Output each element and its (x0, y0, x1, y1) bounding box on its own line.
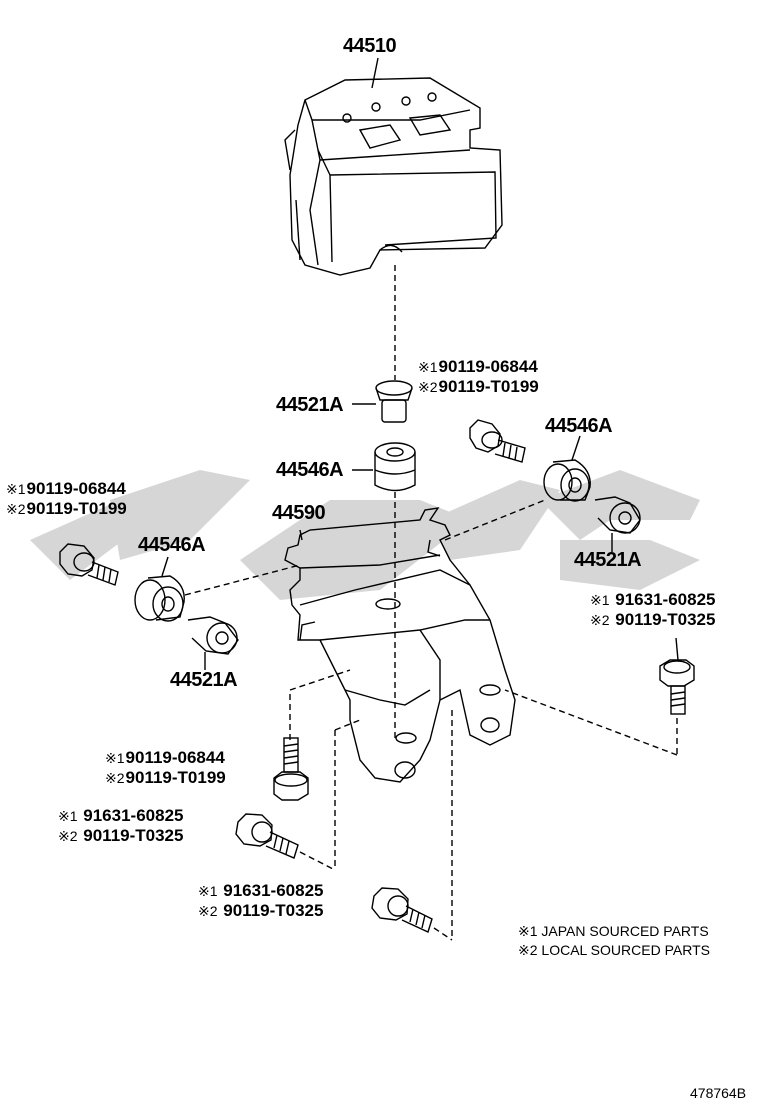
label-44546a-right: 44546A (545, 415, 613, 437)
collar-44521a-top (375, 380, 413, 423)
label-44521a-left: 44521A (170, 669, 238, 691)
leader-44510 (371, 57, 379, 89)
label-44521a-right: 44521A (574, 549, 642, 571)
dashed-lower-3 (433, 927, 453, 941)
watermark-logo (30, 470, 700, 600)
note-japan-sourced: ※1 JAPAN SOURCED PARTS (518, 923, 709, 939)
label-44521a-top: 44521A (276, 394, 344, 416)
collar-44521a-right (594, 496, 641, 534)
grommet-44546a-right (543, 459, 591, 502)
leader-44590 (299, 529, 303, 541)
abs-actuator-44510 (284, 77, 503, 276)
label-44546a-mid: 44546A (276, 459, 344, 481)
leader-44546a-left (161, 556, 169, 577)
callout-bolt-left: ※190119-06844 ※290119-T0199 (6, 479, 127, 518)
bolt-right-vertical (659, 659, 695, 715)
callout-bolt-lower-1: ※190119-06844 ※290119-T0199 (105, 748, 226, 787)
dashed-right-bolt (504, 689, 678, 756)
grommet-44546a-mid (374, 442, 416, 492)
callout-bolt-right: ※1 91631-60825 ※2 90119-T0325 (590, 590, 716, 629)
leader-bolt-right (675, 637, 679, 661)
bolt-lower-2 (235, 813, 299, 859)
label-44590: 44590 (272, 502, 326, 524)
callout-bolt-lower-2: ※1 91631-60825 ※2 90119-T0325 (58, 806, 184, 845)
note-local-sourced: ※2 LOCAL SOURCED PARTS (518, 942, 710, 958)
callout-bolt-top: ※190119-06844 ※290119-T0199 (418, 357, 539, 396)
bolt-lower-1 (273, 737, 309, 801)
bolt-lower-3 (371, 887, 433, 933)
dashed-lower-2 (299, 851, 336, 871)
bolt-top-right (469, 419, 526, 463)
leader-44546a-right (571, 435, 581, 461)
label-44546a-left: 44546A (138, 534, 206, 556)
figure-number: 478764B (690, 1085, 747, 1101)
collar-44521a-left (187, 616, 239, 655)
dashed-right-connect (444, 499, 546, 541)
bolt-left (59, 543, 119, 586)
dashed-lower-frame (289, 669, 453, 940)
label-44510: 44510 (343, 35, 397, 57)
bracket-44590 (284, 507, 516, 783)
callout-bolt-lower-3: ※1 91631-60825 ※2 90119-T0325 (198, 881, 324, 920)
grommet-44546a-left (134, 575, 185, 622)
